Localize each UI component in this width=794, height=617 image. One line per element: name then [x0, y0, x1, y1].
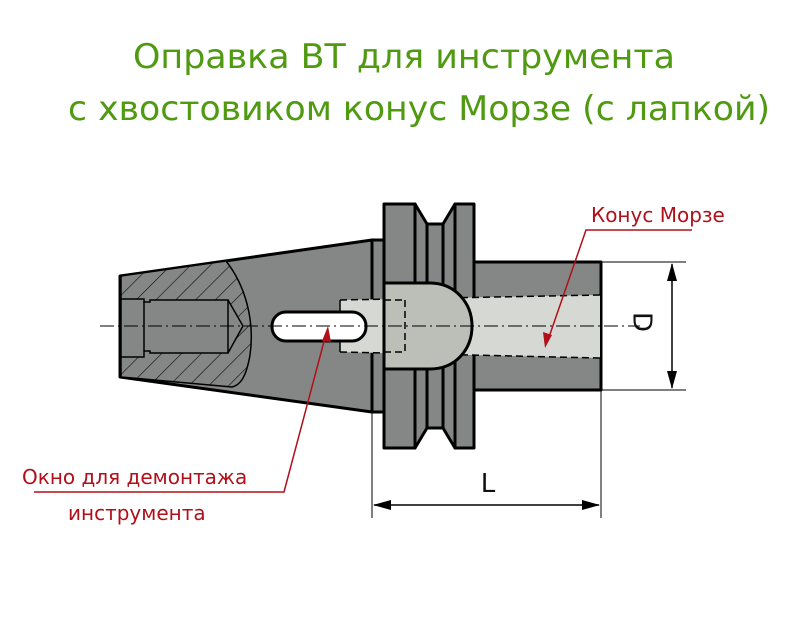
dimension-label-d: D — [627, 312, 657, 332]
threaded-hole — [120, 298, 244, 358]
removal-window-label-line2: инструмента — [68, 501, 206, 525]
morse-cone-leader — [547, 229, 692, 341]
removal-window-leader — [34, 333, 327, 493]
morse-cone-label: Конус Морзе — [591, 203, 725, 227]
title-line-1: Оправка ВТ для инструмента — [133, 37, 675, 77]
dimension-label-l: L — [481, 469, 496, 499]
removal-window-label-line1: Окно для демонтажа — [22, 465, 247, 489]
title-line-2: с хвостовиком конус Морзе (с лапкой) — [68, 89, 770, 129]
